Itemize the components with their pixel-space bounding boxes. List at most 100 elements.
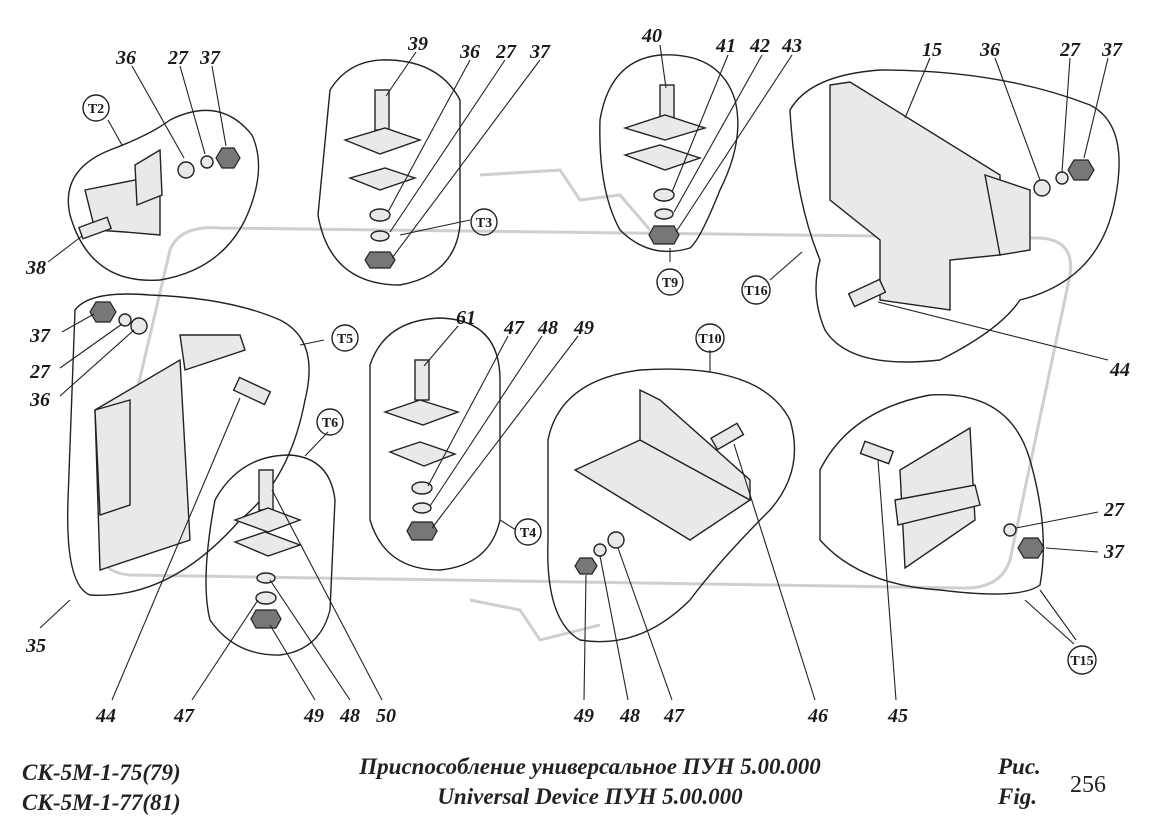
plate-upper-part bbox=[382, 399, 461, 426]
tag-t3-label: T3 bbox=[476, 216, 492, 231]
nut-37-part bbox=[364, 251, 396, 269]
group-t16-outline bbox=[789, 69, 1120, 363]
plate-upper-part bbox=[342, 127, 423, 155]
group-t10 bbox=[547, 350, 816, 701]
bolt-38-part bbox=[77, 216, 113, 240]
caption-russian: Приспособление универсальное ПУН 5.00.00… bbox=[359, 754, 821, 779]
tag-t15-label: T15 bbox=[1070, 654, 1093, 669]
callout-45: 45 bbox=[887, 705, 908, 727]
nut-49-part bbox=[406, 521, 438, 541]
model-numbers: СК-5М-1-75(79) СК-5М-1-77(81) bbox=[22, 758, 181, 818]
figure-number: 256 bbox=[1070, 772, 1106, 798]
tag-t5: T5 bbox=[331, 324, 359, 352]
nut-37-part bbox=[1017, 537, 1045, 559]
plate-upper-part bbox=[622, 114, 708, 141]
tag-t10: T10 bbox=[695, 323, 725, 353]
group-t5-outline bbox=[66, 293, 310, 596]
nut-37-part bbox=[215, 147, 241, 169]
nut-37-part bbox=[89, 301, 117, 323]
washer-41-part bbox=[653, 188, 675, 202]
figure-caption: Приспособление универсальное ПУН 5.00.00… bbox=[290, 752, 890, 812]
washer-27-part bbox=[1003, 523, 1017, 537]
plate-upper-part bbox=[232, 507, 302, 533]
tag-t3: T3 bbox=[470, 208, 498, 236]
washer-42-part bbox=[654, 208, 674, 220]
washer-27-part bbox=[1055, 171, 1069, 185]
bolt-46-part bbox=[710, 422, 745, 451]
callout-27: 27 bbox=[1059, 39, 1081, 61]
bolt-45-part bbox=[859, 440, 895, 465]
callout-48: 48 bbox=[619, 705, 640, 727]
group-t9 bbox=[599, 44, 793, 262]
group-t15 bbox=[819, 393, 1099, 701]
group-t6 bbox=[191, 431, 383, 701]
angle-part bbox=[573, 439, 752, 541]
tag-t4-label: T4 bbox=[520, 526, 536, 541]
callout-35: 35 bbox=[25, 635, 46, 657]
plate-lower-part bbox=[347, 167, 418, 191]
callout-61: 61 bbox=[456, 307, 476, 329]
group-t15-outline bbox=[819, 393, 1045, 595]
callout-27: 27 bbox=[29, 361, 51, 383]
nut-49-part bbox=[250, 609, 282, 629]
bolt-44-part bbox=[847, 278, 887, 308]
model-line-1: СК-5М-1-75(79) bbox=[22, 760, 181, 785]
group-t16 bbox=[769, 57, 1120, 363]
group-t2-outline bbox=[67, 109, 260, 282]
tag-t10-label: T10 bbox=[698, 332, 721, 347]
nut-49-part bbox=[574, 557, 598, 575]
callout-46: 46 bbox=[807, 705, 828, 727]
callout-44: 44 bbox=[1109, 359, 1130, 381]
bolt-61-part bbox=[414, 359, 430, 401]
tag-t2-label: T2 bbox=[88, 102, 104, 117]
washer-48-part bbox=[256, 572, 276, 584]
group-t3-outline bbox=[317, 59, 461, 286]
angle-bracket-upright bbox=[134, 148, 163, 207]
washer-27-part bbox=[200, 155, 214, 169]
group-t2 bbox=[47, 65, 260, 282]
plate-lower-part bbox=[622, 144, 703, 171]
plate-lower-part bbox=[387, 441, 458, 467]
callout-44: 44 bbox=[95, 705, 116, 727]
bolt-50-part bbox=[258, 469, 274, 511]
callout-37: 37 bbox=[29, 325, 51, 347]
callout-48: 48 bbox=[339, 705, 360, 727]
figure-label: Рис. Fig. bbox=[998, 752, 1041, 812]
tag-t15: T15 bbox=[1067, 645, 1097, 675]
callout-27: 27 bbox=[1103, 499, 1125, 521]
caption-english: Universal Device ПУН 5.00.000 bbox=[437, 784, 743, 809]
tag-t4: T4 bbox=[514, 518, 542, 546]
callout-47: 47 bbox=[663, 705, 685, 727]
nut-37-part bbox=[1067, 159, 1095, 181]
washer-36-part bbox=[130, 317, 148, 335]
tag-t2: T2 bbox=[82, 94, 110, 122]
bracket-35-top bbox=[179, 334, 246, 371]
washer-48-part bbox=[593, 543, 607, 557]
group-t10-outline bbox=[547, 368, 796, 643]
washer-47-part bbox=[607, 531, 625, 549]
angle-upright bbox=[639, 388, 751, 502]
washer-36-part bbox=[177, 161, 195, 179]
callout-27: 27 bbox=[167, 47, 189, 69]
callout-37: 37 bbox=[529, 41, 551, 63]
bolt-44-part bbox=[232, 376, 272, 406]
washer-27-part bbox=[118, 313, 132, 327]
callout-37: 37 bbox=[199, 47, 221, 69]
callout-38: 38 bbox=[25, 257, 46, 279]
washer-48-part bbox=[412, 502, 432, 514]
callout-40: 40 bbox=[641, 25, 662, 47]
figure-label-en: Fig. bbox=[998, 784, 1037, 809]
tag-t9: T9 bbox=[656, 268, 684, 296]
tag-t9-label: T9 bbox=[662, 276, 678, 291]
callout-50: 50 bbox=[376, 705, 396, 727]
group-t3 bbox=[317, 51, 541, 286]
group-t5 bbox=[39, 293, 325, 701]
tag-t16: T16 bbox=[741, 275, 771, 305]
callout-47: 47 bbox=[173, 705, 195, 727]
plate-lower-part bbox=[233, 531, 303, 557]
washer-36-part bbox=[1033, 179, 1051, 197]
callout-43: 43 bbox=[781, 35, 802, 57]
callout-42: 42 bbox=[749, 35, 770, 57]
callout-36: 36 bbox=[29, 389, 50, 411]
